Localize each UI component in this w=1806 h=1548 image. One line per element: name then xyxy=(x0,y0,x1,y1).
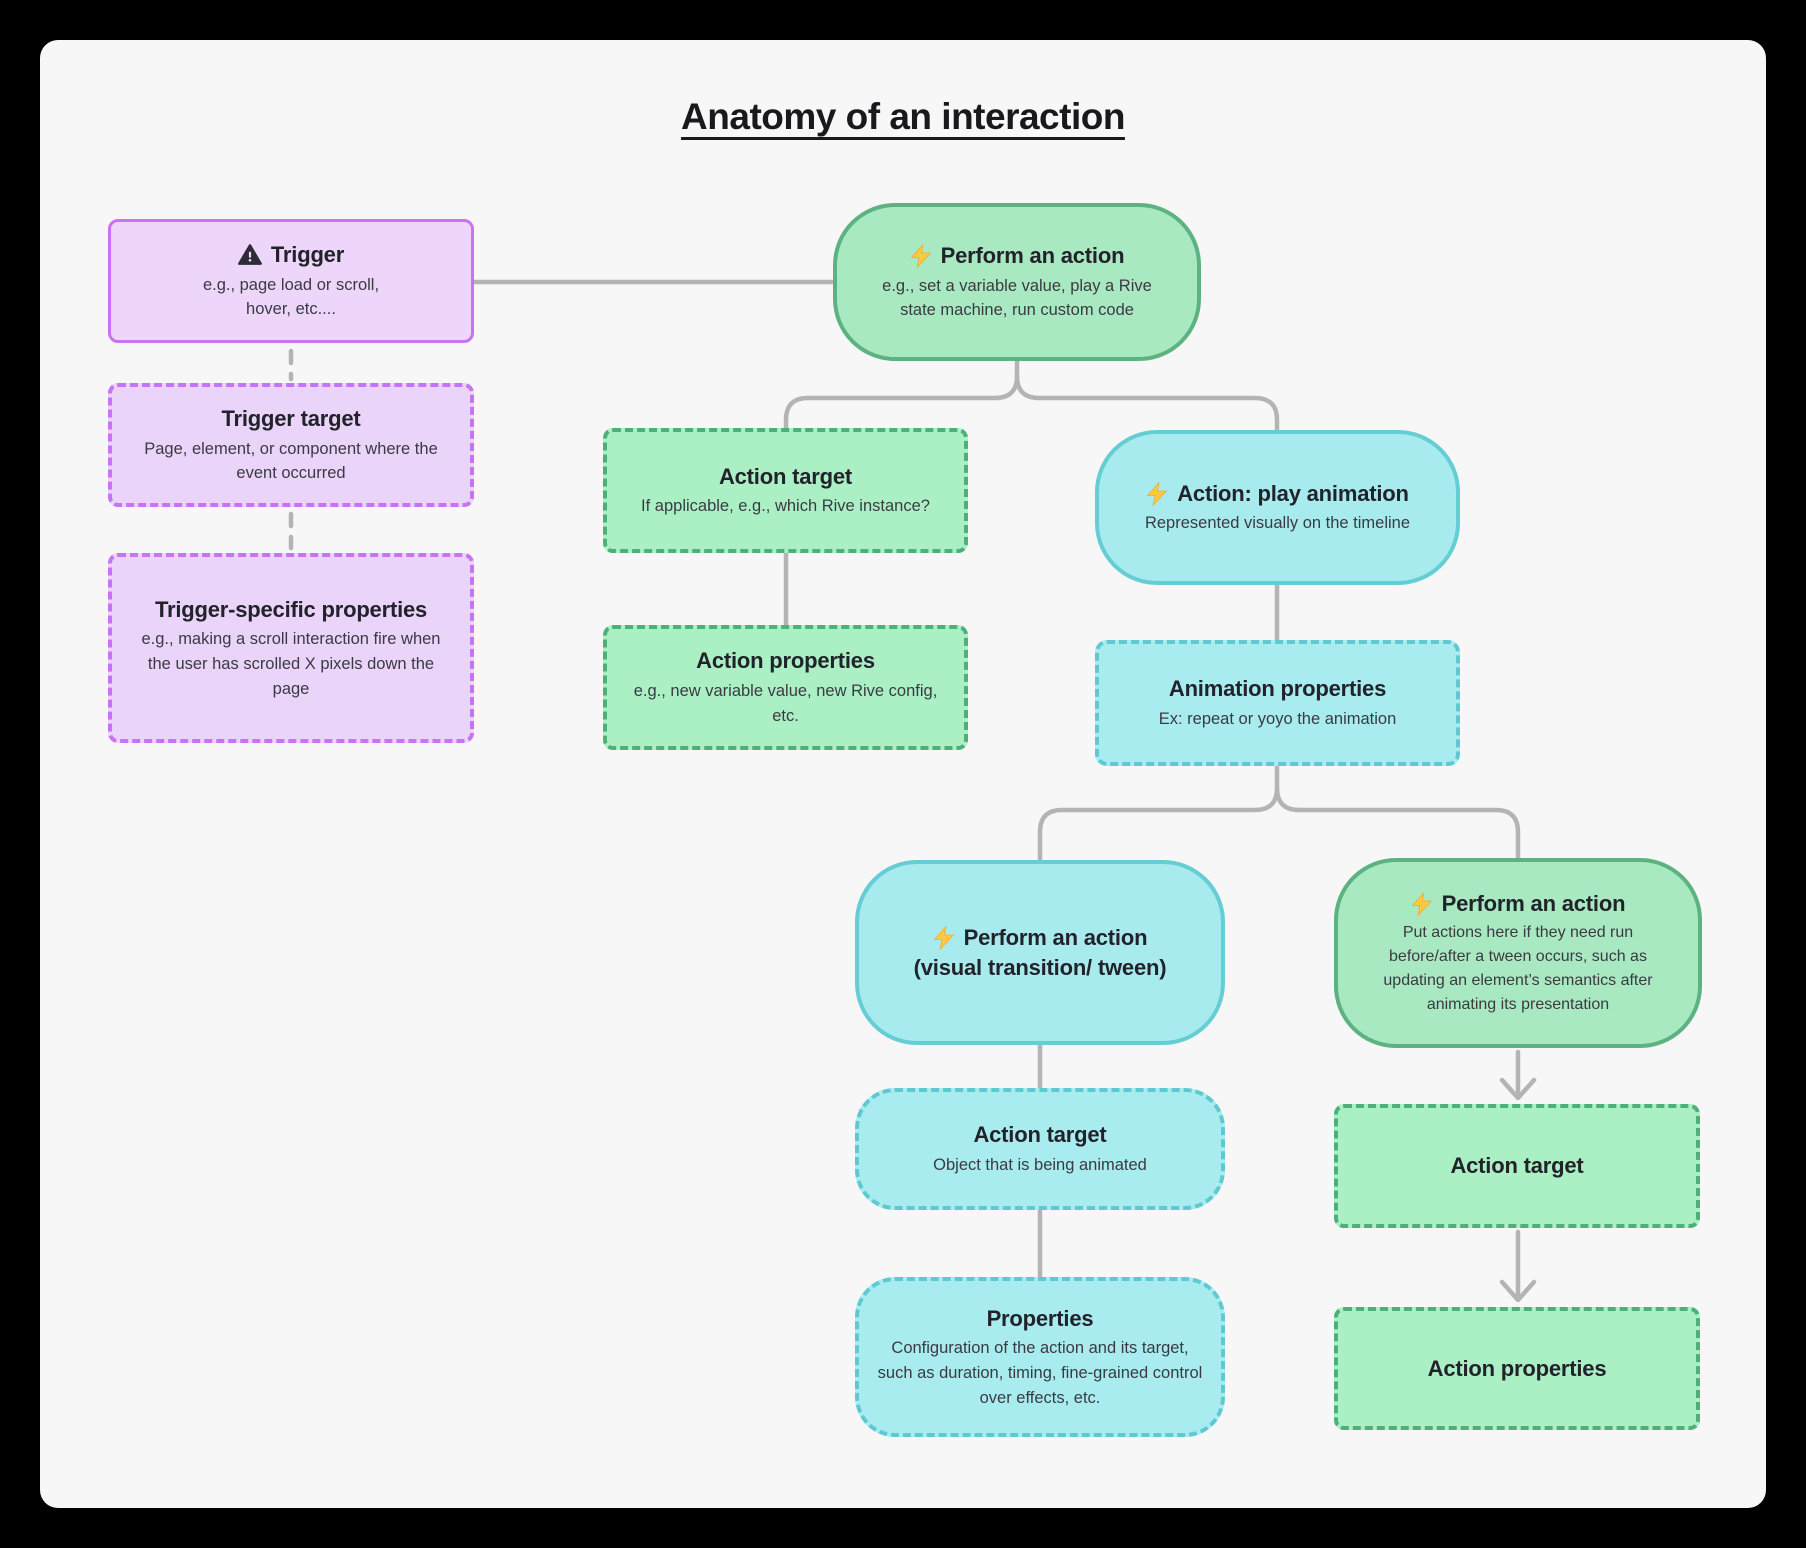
node-properties-cyan-subtitle: Configuration of the action and its targ… xyxy=(877,1339,1203,1407)
node-trigger-target-subtitle: Page, element, or component where the ev… xyxy=(144,439,438,483)
node-perform-action-tween-title-row: Perform an action xyxy=(933,923,1148,953)
node-perform-action-tween: Perform an action (visual transition/ tw… xyxy=(855,860,1225,1045)
node-animation-properties-subtitle: Ex: repeat or yoyo the animation xyxy=(1158,709,1397,728)
node-action-properties-mid-subtitle: e.g., new variable value, new Rive confi… xyxy=(633,682,938,725)
node-trigger-specific-properties-title: Trigger-specific properties xyxy=(154,596,428,622)
node-perform-action-right-subtitle: Put actions here if they need run before… xyxy=(1383,924,1653,1014)
node-properties-cyan-title: Properties xyxy=(986,1305,1094,1331)
node-trigger-target-title: Trigger target xyxy=(221,405,361,431)
node-action-target-mid-subtitle: If applicable, e.g., which Rive instance… xyxy=(641,497,930,516)
node-action-target-cyan-title: Action target xyxy=(973,1122,1107,1148)
node-action-target-right: Action target xyxy=(1334,1104,1700,1228)
node-trigger-specific-properties: Trigger-specific properties e.g., making… xyxy=(108,553,474,743)
node-action-properties-mid: Action properties e.g., new variable val… xyxy=(603,625,968,750)
node-action-target-cyan: Action target Object that is being anima… xyxy=(855,1088,1225,1210)
lightning-icon xyxy=(1411,891,1433,916)
node-perform-action-right-title-row: Perform an action xyxy=(1411,889,1626,919)
node-trigger-target: Trigger target Page, element, or compone… xyxy=(108,383,474,507)
page-title: Anatomy of an interaction xyxy=(681,96,1125,137)
node-trigger-title: Trigger xyxy=(270,241,345,267)
node-perform-action-right: Perform an action Put actions here if th… xyxy=(1334,858,1702,1048)
node-perform-action-tween-title2: (visual transition/ tween) xyxy=(913,954,1167,980)
node-action-properties-right: Action properties xyxy=(1334,1307,1700,1430)
node-trigger-specific-properties-subtitle: e.g., making a scroll interaction fire w… xyxy=(141,630,441,698)
node-perform-action-tween-title: Perform an action xyxy=(963,924,1148,950)
node-action-target-mid-title: Action target xyxy=(718,463,853,489)
node-perform-action-top-title: Perform an action xyxy=(940,242,1125,268)
lightning-icon xyxy=(1146,481,1168,506)
lightning-icon xyxy=(933,925,955,950)
node-animation-properties-title: Animation properties xyxy=(1168,676,1387,702)
node-action-target-mid: Action target If applicable, e.g., which… xyxy=(603,428,968,553)
node-action-play-animation: Action: play animation Represented visua… xyxy=(1095,430,1460,585)
warning-icon xyxy=(238,243,262,267)
node-trigger-subtitle: e.g., page load or scroll, hover, etc...… xyxy=(202,275,380,319)
node-action-target-right-title: Action target xyxy=(1450,1153,1584,1179)
node-action-play-animation-title-row: Action: play animation xyxy=(1146,479,1409,509)
node-perform-action-top-subtitle: e.g., set a variable value, play a Rive … xyxy=(882,276,1152,320)
node-action-properties-right-title: Action properties xyxy=(1427,1355,1607,1381)
node-action-play-animation-title: Action: play animation xyxy=(1177,480,1409,506)
node-perform-action-top: Perform an action e.g., set a variable v… xyxy=(833,203,1201,361)
node-action-properties-mid-title: Action properties xyxy=(696,648,875,674)
node-action-play-animation-subtitle: Represented visually on the timeline xyxy=(1144,514,1411,533)
node-action-target-cyan-subtitle: Object that is being animated xyxy=(933,1155,1147,1174)
node-perform-action-top-title-row: Perform an action xyxy=(910,241,1125,271)
node-animation-properties: Animation properties Ex: repeat or yoyo … xyxy=(1095,640,1460,766)
lightning-icon xyxy=(910,243,932,268)
node-properties-cyan: Properties Configuration of the action a… xyxy=(855,1277,1225,1437)
node-trigger-title-row: Trigger xyxy=(238,240,344,270)
node-trigger: Trigger e.g., page load or scroll, hover… xyxy=(108,219,474,343)
node-perform-action-right-title: Perform an action xyxy=(1441,890,1626,916)
